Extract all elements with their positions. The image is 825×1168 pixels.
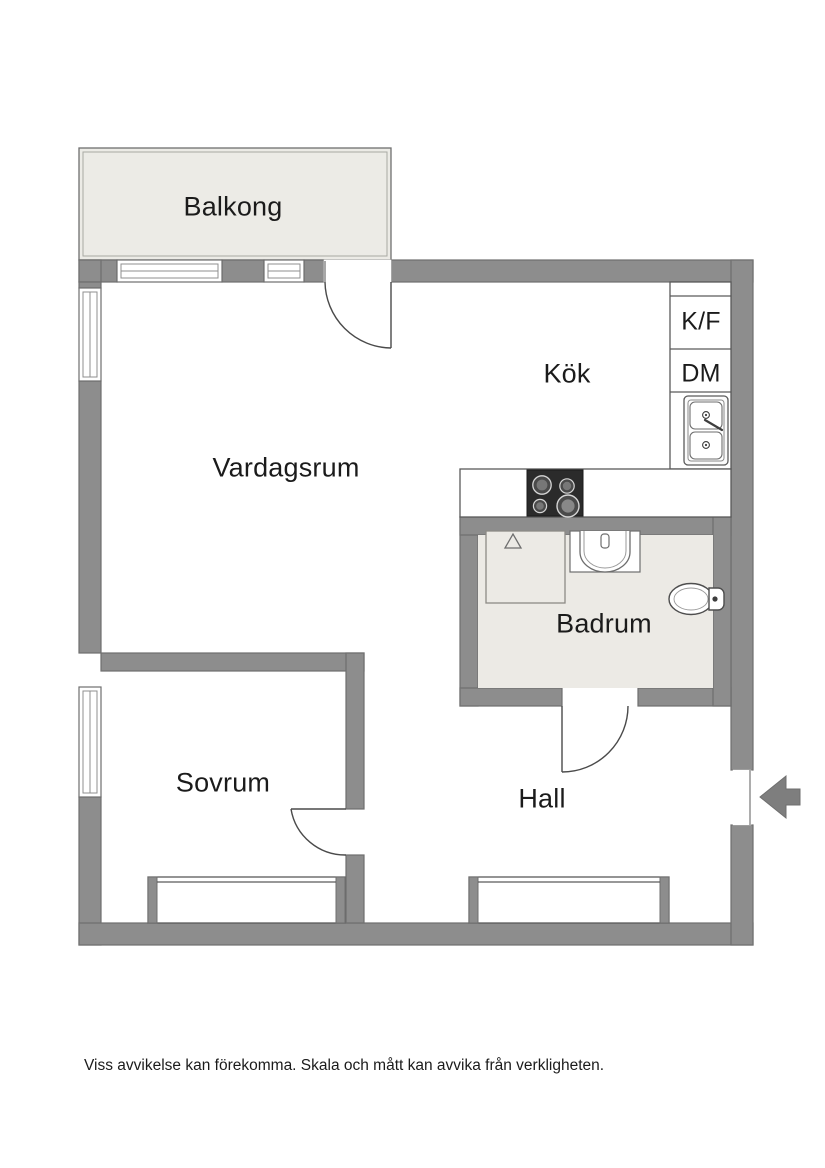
toilet bbox=[668, 582, 725, 616]
entrance bbox=[732, 769, 752, 826]
wardrobe-sovrum bbox=[147, 876, 346, 924]
room-label-badrum: Badrum bbox=[556, 608, 652, 639]
room-label-hall: Hall bbox=[518, 783, 566, 814]
cooktop bbox=[526, 469, 584, 518]
window-living-left bbox=[78, 287, 102, 382]
shower bbox=[485, 530, 566, 604]
exterior-walls bbox=[78, 259, 754, 946]
balcony-area bbox=[78, 147, 392, 261]
disclaimer-caption: Viss avvikelse kan förekomma. Skala och … bbox=[84, 1057, 605, 1074]
room-label-sovrum: Sovrum bbox=[175, 767, 271, 798]
kitchen-sink bbox=[683, 395, 729, 466]
bathroom-sink bbox=[569, 530, 641, 573]
balcony-window-narrow bbox=[263, 259, 305, 283]
bedroom-door bbox=[290, 808, 347, 856]
kitchen-counter-bottom bbox=[459, 468, 732, 518]
window-bedroom-left bbox=[78, 686, 102, 798]
appliance-label-fridge-freezer: K/F bbox=[681, 307, 721, 336]
balcony-window-wide bbox=[116, 259, 223, 283]
appliance-label-dishwasher: DM bbox=[681, 359, 721, 388]
room-label-balkong: Balkong bbox=[183, 191, 283, 222]
balcony-door bbox=[323, 259, 392, 349]
bathroom-door bbox=[561, 705, 629, 773]
wardrobe-hall bbox=[468, 876, 670, 924]
entrance-arrow-icon bbox=[759, 774, 801, 820]
room-label-kok: Kök bbox=[543, 358, 591, 389]
room-label-vardagsrum: Vardagsrum bbox=[212, 452, 360, 483]
